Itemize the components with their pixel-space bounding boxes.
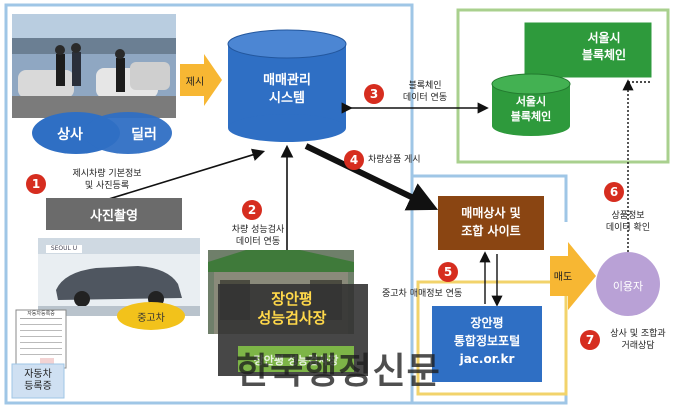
seoul-blockchain-box	[523, 21, 653, 79]
arrow-post-product	[304, 143, 439, 211]
step4-text: 차량상품 게시	[368, 155, 421, 165]
step6-badge: 6	[604, 182, 624, 202]
management-system-label: 매매관리 시스템	[263, 73, 311, 106]
inspection-center-hidden-label: 장안평 성능검사장	[253, 354, 339, 367]
step1-badge: 1	[26, 174, 46, 194]
user-label: 이용자	[612, 280, 644, 293]
car-doc-image	[15, 309, 67, 369]
sale-arrow-label: 매도	[553, 272, 573, 283]
portal-box	[432, 306, 542, 382]
used-car-badge	[117, 302, 185, 330]
watermark-text: 한국행정신문	[236, 351, 441, 392]
dealer-person-label: 딜러	[131, 127, 157, 143]
sale-arrow-shape	[550, 242, 596, 310]
car-doc-label-box	[11, 363, 65, 399]
showroom-sign: SEOUL U	[50, 245, 78, 252]
step4-badge: 4	[344, 150, 364, 170]
step5-badge: 5	[438, 262, 458, 282]
step1-text: 제시차량 기본정보 및 사진등록	[72, 169, 142, 191]
dealer-company-label: 상사	[57, 127, 83, 143]
seoul-blockchain-back-label: 서울시 블록체인	[581, 31, 627, 62]
car-doc-title: 자동차등록증	[27, 311, 55, 317]
step3-badge: 3	[364, 84, 384, 104]
seoul-frame	[456, 8, 670, 164]
portal-label: 장안평 통합정보포털 jac.or.kr	[453, 316, 521, 366]
dealer-site-box	[438, 196, 544, 250]
car-doc-label: 자동차 등록증	[24, 369, 52, 392]
step5-text: 중고차 매매정보 연동	[382, 289, 463, 299]
seoul-blockchain-front-label: 서울시 블록체인	[510, 95, 552, 123]
photo-shoot-box	[46, 198, 182, 230]
step2-badge: 2	[242, 200, 262, 220]
dealer-site-label: 매매상사 및 조합 사이트	[461, 206, 521, 238]
used-car-label: 중고차	[137, 313, 165, 324]
user-circle	[596, 252, 660, 316]
inspection-center-label: 장안평 성능검사장	[257, 290, 327, 327]
photo-shoot-label: 사진촬영	[90, 209, 138, 224]
inspection-center-label-box	[238, 346, 354, 372]
step7-text: 상사 및 조합과 거래상담	[610, 329, 666, 351]
step2-text: 차량 성능검사 데이터 연동	[231, 225, 285, 247]
display-arrow-label: 제시	[185, 77, 205, 88]
step6-text: 상품정보 데이터 확인	[605, 211, 651, 233]
step3-text: 블록체인 데이터 연동	[402, 81, 448, 103]
dealer-photo	[12, 14, 176, 118]
management-system-cylinder	[227, 29, 347, 142]
portal-yellow-frame	[416, 280, 568, 396]
dealer-person-ellipse	[84, 112, 172, 154]
display-arrow-shape	[180, 54, 222, 106]
step7-badge: 7	[580, 330, 600, 350]
seoul-blockchain-cylinder	[491, 73, 571, 136]
